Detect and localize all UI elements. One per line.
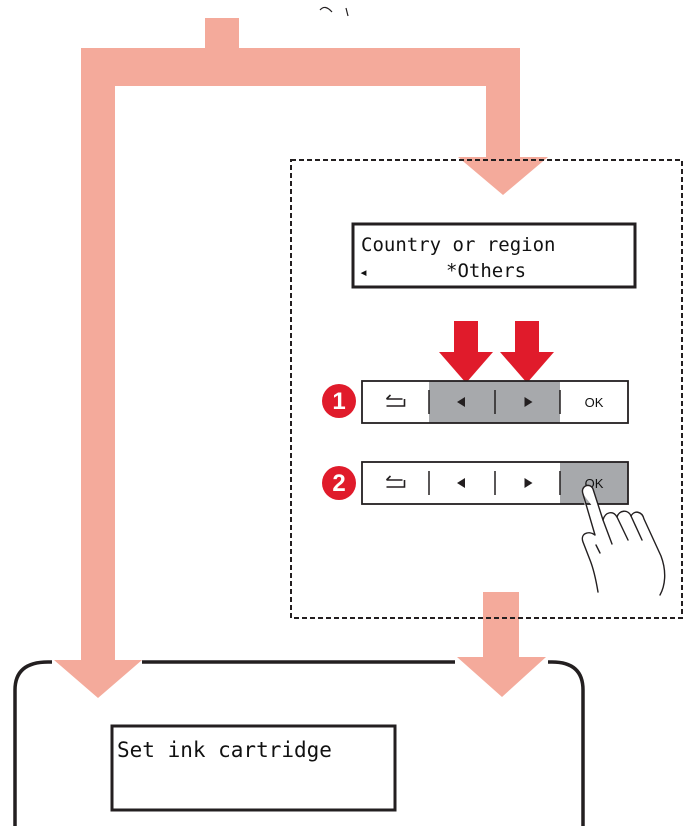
button-panel-1: OK — [361, 380, 629, 424]
left-triangle-icon — [457, 397, 465, 407]
down-arrow-icon — [439, 321, 493, 383]
button-face — [362, 381, 429, 423]
panel-button-left-triangle[interactable] — [429, 462, 495, 504]
step-2: 2 OK — [322, 461, 629, 505]
flow-arrow-left-bottom — [54, 660, 142, 698]
flow-exit-column — [483, 592, 519, 658]
lcd-country-line1: Country or region — [361, 234, 555, 256]
step-badge-2 — [322, 466, 356, 500]
button-face — [362, 462, 429, 504]
right-triangle-icon — [524, 397, 533, 407]
flow-arrow-into-box — [458, 157, 548, 195]
panel-button-left-triangle[interactable] — [429, 381, 495, 423]
button-face — [560, 381, 628, 423]
flow-left-column — [81, 48, 115, 660]
procedure-box — [290, 159, 683, 619]
step-badge-2-label: 2 — [332, 470, 345, 497]
right-triangle-icon — [524, 478, 533, 488]
flow-arrow-right-bottom — [457, 657, 546, 697]
step-1: 1 OK — [322, 380, 629, 424]
button-panel-outline — [361, 461, 629, 505]
lcd-final-line1: Set ink cartridge — [117, 738, 332, 762]
lcd-country-line2: *Others — [446, 260, 526, 282]
panel-button-ok[interactable]: OK — [560, 381, 628, 423]
final-frame — [13, 660, 585, 826]
panel-button-right-triangle[interactable] — [495, 381, 560, 423]
lcd-left-marker-icon: ◂ — [359, 263, 368, 281]
flow-top-bar — [81, 48, 520, 86]
top-remnant-icon — [319, 6, 349, 17]
pointing-hand-icon — [581, 484, 666, 596]
step-badge-1 — [322, 384, 356, 418]
step-badge-1-label: 1 — [332, 388, 345, 415]
flow-path — [54, 18, 548, 698]
lcd-final-screen — [110, 724, 397, 812]
flow-right-column — [486, 48, 520, 158]
back-icon — [385, 394, 406, 407]
down-arrow-icon — [500, 321, 554, 383]
left-triangle-icon — [457, 478, 465, 488]
press-arrows — [439, 321, 554, 383]
panel-button-back[interactable] — [362, 462, 429, 504]
ok-label: OK — [585, 395, 604, 410]
button-panel-outline — [361, 380, 629, 424]
panel-button-right-triangle[interactable] — [495, 462, 560, 504]
back-icon — [385, 475, 406, 488]
panel-button-back[interactable] — [362, 381, 429, 423]
lcd-country-screen — [351, 222, 637, 289]
